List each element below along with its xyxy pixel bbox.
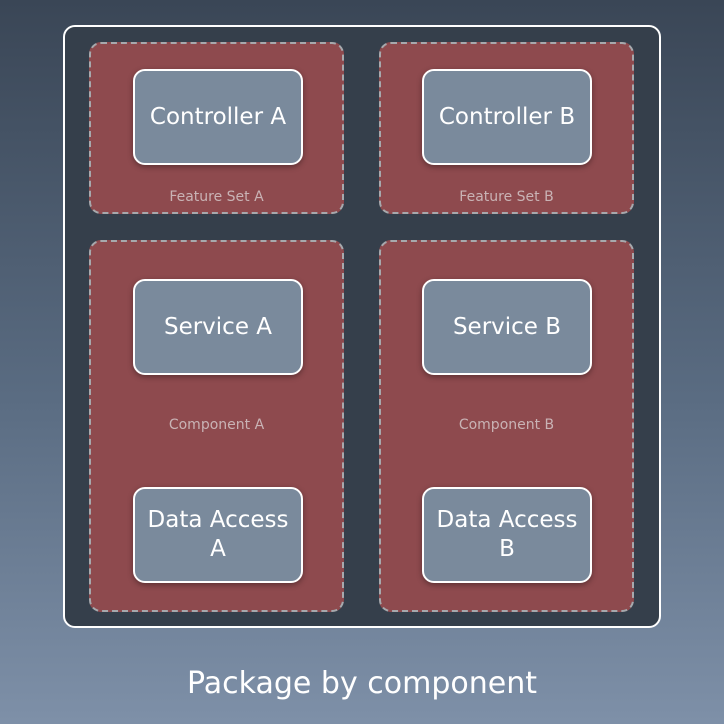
component-a-label: Component A: [168, 417, 265, 433]
service-b-box: Service B: [422, 279, 592, 375]
data-access-b-box: Data Access B: [422, 487, 592, 583]
feature-set-b-label: Feature Set B: [459, 189, 554, 205]
component-b-label: Component B: [458, 417, 555, 433]
controller-b-box: Controller B: [422, 69, 592, 165]
feature-set-a-label: Feature Set A: [169, 189, 264, 205]
service-a-box: Service A: [133, 279, 303, 375]
controller-a-box: Controller A: [133, 69, 303, 165]
data-access-a-box: Data Access A: [133, 487, 303, 583]
diagram-caption: Package by component: [187, 666, 537, 701]
